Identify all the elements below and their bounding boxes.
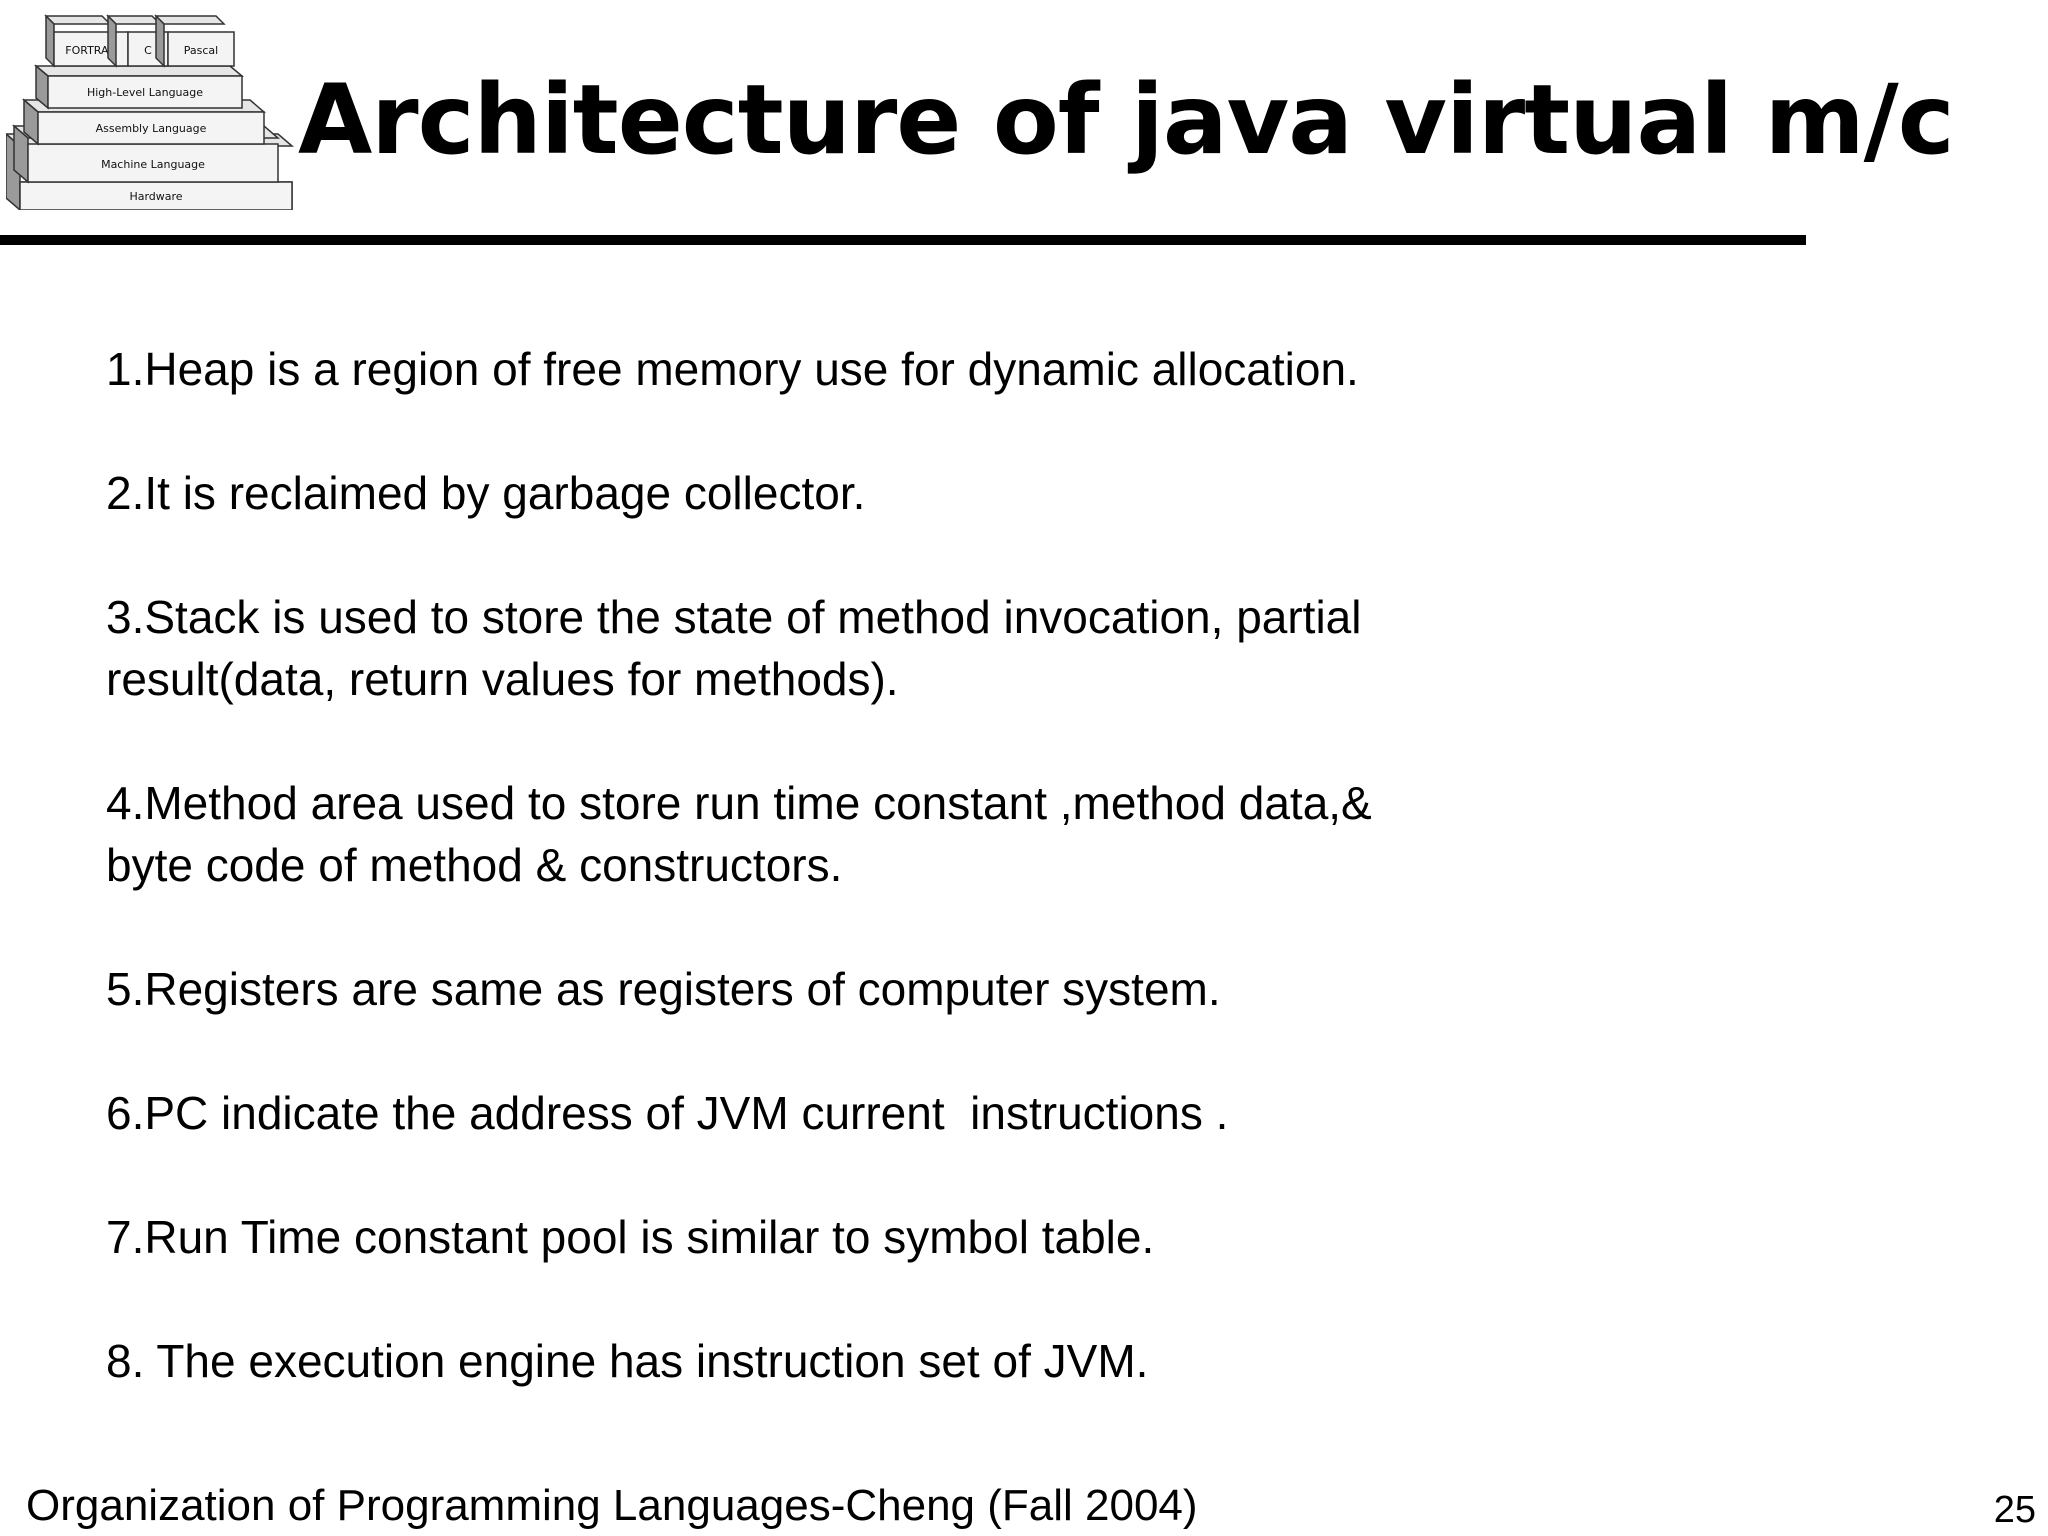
logo-layer-high-level: High-Level Language — [87, 86, 203, 99]
title-divider — [0, 235, 1806, 245]
logo-layer-assembly: Assembly Language — [96, 122, 207, 135]
footer-course-label: Organization of Programming Languages-Ch… — [26, 1481, 1198, 1530]
course-logo: Hardware Machine Language Assembly Langu… — [6, 14, 298, 210]
logo-label-c: C — [144, 44, 152, 57]
logo-label-fortran: FORTRAN — [65, 44, 117, 57]
list-item: 6.PC indicate the address of JVM current… — [106, 1087, 1229, 1139]
list-item: 2.It is reclaimed by garbage collector. — [106, 467, 866, 519]
list-item: 3.Stack is used to store the state of me… — [106, 591, 1362, 705]
list-item: 1.Heap is a region of free memory use fo… — [106, 343, 1359, 395]
logo-label-pascal: Pascal — [184, 44, 218, 57]
logo-layer-machine: Machine Language — [101, 158, 205, 171]
content-list: 1.Heap is a region of free memory use fo… — [106, 338, 1666, 1454]
list-item: 7.Run Time constant pool is similar to s… — [106, 1211, 1155, 1263]
slide-title: Architecture of java virtual m/c — [298, 64, 1955, 176]
language-layers-diagram: Hardware Machine Language Assembly Langu… — [6, 14, 295, 210]
list-item: 4.Method area used to store run time con… — [106, 777, 1372, 891]
list-item: 5.Registers are same as registers of com… — [106, 963, 1221, 1015]
page-number: 25 — [1993, 1489, 2036, 1531]
list-item: 8. The execution engine has instruction … — [106, 1335, 1149, 1387]
logo-layer-hardware: Hardware — [129, 190, 182, 203]
